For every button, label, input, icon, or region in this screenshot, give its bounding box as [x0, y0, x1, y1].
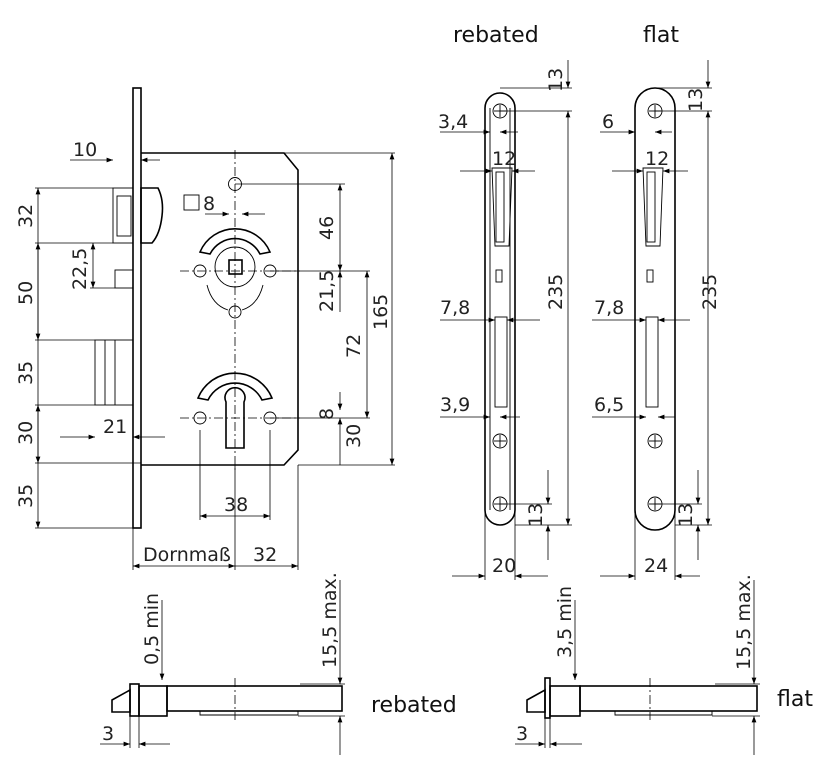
rebated-dim-3-9: 3,9	[440, 394, 470, 416]
section-rebated-15-5max: 15,5 max.	[319, 572, 341, 668]
section-flat	[515, 580, 760, 755]
section-rebated-0-5min: 0,5 min	[141, 593, 163, 665]
dim-32-bottom: 32	[253, 544, 277, 566]
flat-dim-13-bottom: 13	[675, 503, 697, 527]
dim-30-left: 30	[15, 421, 37, 445]
rebated-dim-13-bottom: 13	[525, 503, 547, 527]
spindle-square	[228, 259, 243, 275]
flat-dimension-labels: 6 12 13 235 7,8 6,5 13 24	[594, 88, 721, 577]
lock-body-front-view	[94, 87, 300, 529]
flat-dim-12: 12	[645, 148, 669, 170]
rebated-dim-7-8: 7,8	[440, 297, 470, 319]
dim-8: 8	[316, 408, 338, 420]
flat-dim-24: 24	[644, 555, 668, 577]
section-flat-3-5min: 3,5 min	[554, 586, 576, 658]
cylinder-cam-arc	[196, 372, 274, 401]
flat-dimension-lines	[592, 60, 712, 580]
rebated-dim-235: 235	[545, 274, 567, 310]
dim-22-5: 22,5	[69, 248, 91, 290]
label-flat-top: flat	[643, 23, 679, 48]
flat-dim-6: 6	[602, 111, 614, 133]
dim-square-8: 8	[203, 193, 215, 215]
left-dimension-lines	[35, 153, 395, 569]
section-rebated	[100, 580, 345, 755]
dim-35-b: 35	[15, 484, 37, 508]
square-symbol-icon	[183, 194, 200, 211]
faceplate	[132, 87, 142, 529]
rebated-dim-20: 20	[492, 555, 516, 577]
follower-arc	[198, 228, 272, 255]
dim-38: 38	[224, 494, 248, 516]
dim-21: 21	[103, 416, 127, 438]
rebated-dimension-labels: 3,4 12 13 235 7,8 3,9 13 20	[438, 68, 567, 577]
flat-dim-7-8: 7,8	[594, 297, 624, 319]
deadbolt	[94, 339, 134, 406]
flat-dim-13-top: 13	[685, 88, 707, 112]
latch-bolt	[140, 187, 164, 244]
flat-dim-6-5: 6,5	[594, 394, 624, 416]
latch-tongue	[112, 187, 134, 244]
left-dimension-labels: 10 32 22,5 50 35 30 35 21 8 46 21,5 72 1…	[15, 139, 392, 566]
dim-46: 46	[316, 216, 338, 240]
euro-cylinder-profile	[224, 386, 246, 449]
label-flat-bottom: flat	[777, 687, 813, 712]
dim-10: 10	[73, 139, 97, 161]
rebated-dim-13-top: 13	[545, 68, 567, 92]
section-rebated-3: 3	[102, 723, 114, 745]
dim-72: 72	[343, 334, 365, 358]
left-extension-lines	[35, 152, 395, 570]
dim-35-a: 35	[15, 361, 37, 385]
rebated-dimension-lines	[440, 60, 572, 580]
section-flat-3: 3	[516, 723, 528, 745]
dim-32-left: 32	[15, 204, 37, 228]
faceplate-rebated	[484, 92, 516, 526]
rebated-dim-12: 12	[492, 148, 516, 170]
dim-165: 165	[370, 294, 392, 330]
rebated-dim-3-4: 3,4	[438, 111, 468, 133]
label-rebated-bottom: rebated	[371, 693, 457, 718]
flat-dim-235: 235	[699, 274, 721, 310]
dim-30-right: 30	[343, 424, 365, 448]
section-flat-15-5max: 15,5 max.	[733, 574, 755, 670]
label-rebated-top: rebated	[453, 23, 539, 48]
dim-50: 50	[15, 281, 37, 305]
dim-21-5: 21,5	[316, 270, 338, 312]
dim-dornmass: Dornmaß	[143, 544, 231, 566]
